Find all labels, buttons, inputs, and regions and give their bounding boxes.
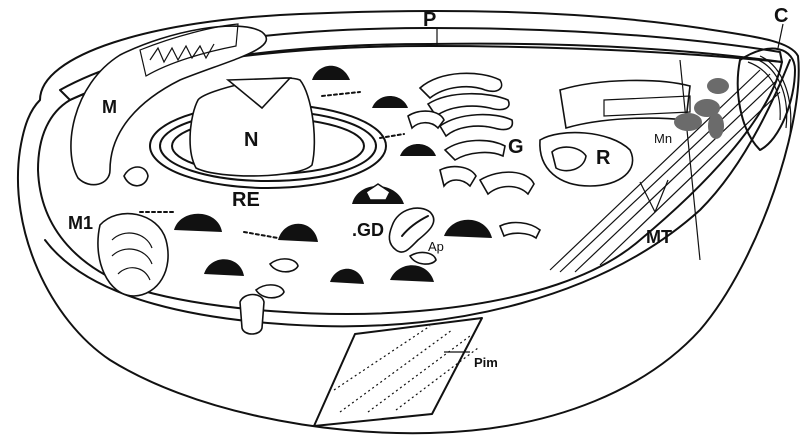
- right-tube: [560, 80, 690, 128]
- label-ap: Ap: [428, 240, 444, 253]
- label-m1: M1: [68, 214, 93, 232]
- canal-c: [738, 49, 795, 150]
- label-r: R: [596, 148, 610, 168]
- label-gd: .GD: [352, 221, 384, 239]
- label-pim: Pim: [474, 356, 498, 369]
- mt-pointer: [640, 180, 668, 212]
- pim-panel: [314, 318, 482, 426]
- label-c: C: [774, 6, 788, 26]
- label-mt: MT: [646, 228, 672, 246]
- label-g: G: [508, 137, 524, 157]
- attachment-peg: [240, 295, 264, 335]
- label-m: M: [102, 98, 117, 116]
- gd-notch: [366, 184, 390, 200]
- mitochondrion-m1: [98, 214, 168, 296]
- vesicles: [124, 167, 436, 298]
- label-re: RE: [232, 190, 260, 210]
- label-n: N: [244, 130, 258, 150]
- label-mn: Mn: [654, 132, 672, 145]
- label-p: P: [423, 10, 436, 30]
